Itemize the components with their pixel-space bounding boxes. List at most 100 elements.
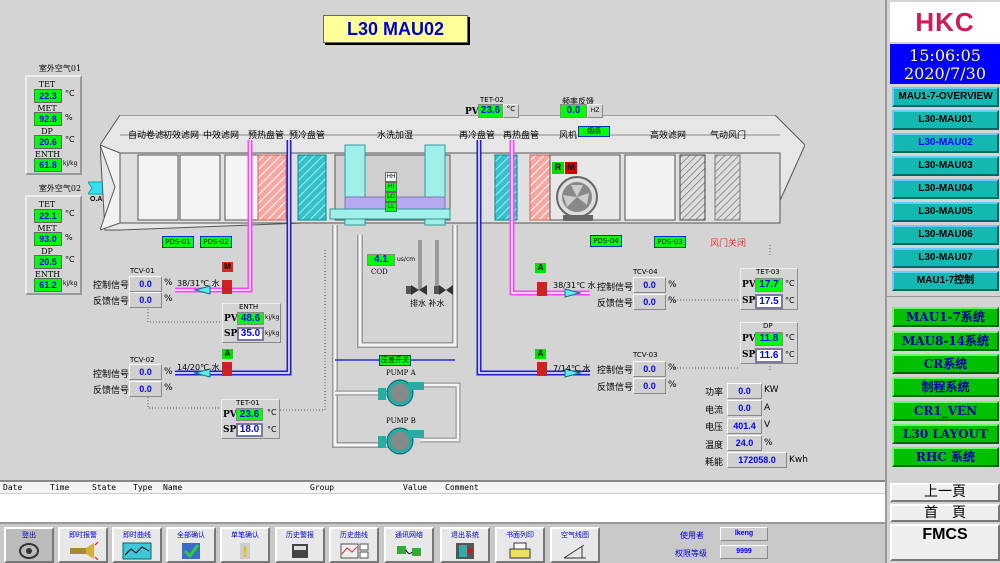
pipe-network xyxy=(147,140,771,448)
tcv03-mode[interactable]: A xyxy=(535,349,546,359)
home-page-button[interactable]: 首 頁 xyxy=(890,504,1000,522)
nav-l30-mau03[interactable]: L30-MAU03 xyxy=(892,156,999,176)
tet02-name: TET-02 xyxy=(480,96,504,104)
unit: KW xyxy=(764,385,779,395)
alarm-table[interactable]: Date Time State Type Name Group Value Co… xyxy=(0,480,885,522)
outdoor-air-01-group: TET 22.3 °C MET 92.8 % DP 20.6 °C ENTH 6… xyxy=(25,75,82,175)
nav-l30-mau06[interactable]: L30-MAU06 xyxy=(892,225,999,245)
nav-l30-mau02[interactable]: L30-MAU02 xyxy=(892,133,999,153)
sys-mau1-7[interactable]: MAU1-7系统 xyxy=(892,307,999,327)
sys-rhc[interactable]: RHC 系统 xyxy=(892,447,999,467)
tcv01-mode[interactable]: M xyxy=(222,262,233,272)
pump-b-icon[interactable] xyxy=(378,426,426,456)
feedback-signal-label: 反馈信号 xyxy=(597,299,634,309)
unit: kj/kg xyxy=(63,160,78,167)
button-label: 即时报警 xyxy=(69,531,97,539)
history-trend-icon xyxy=(340,543,369,559)
section-label: 再冷盘管 xyxy=(459,131,496,141)
tcv04-feedback-value: 0.0 xyxy=(633,294,666,310)
unit: °C xyxy=(785,350,795,359)
nav-l30-mau07[interactable]: L30-MAU07 xyxy=(892,248,999,268)
level-lo: LO xyxy=(385,192,397,202)
pressure-switch-tag: 压差开关 xyxy=(379,355,411,366)
psychrometric-chart-button[interactable]: 空气线图 xyxy=(550,527,600,563)
section-label: 高效滤网 xyxy=(650,131,687,141)
prev-page-button[interactable]: 上一頁 xyxy=(890,483,1000,502)
button-label: 通讯网络 xyxy=(395,531,423,539)
drain-fill-valves-icon[interactable] xyxy=(406,283,456,297)
pv-label: PV xyxy=(224,314,238,324)
col-value[interactable]: Value xyxy=(403,483,428,492)
col-type[interactable]: Type xyxy=(133,483,153,492)
section-label: 再热盘管 xyxy=(503,131,540,141)
dp-sp-input[interactable]: 11.6 xyxy=(755,348,783,363)
tcv01-control-value: 0.0 xyxy=(129,276,162,292)
unit: kj/kg xyxy=(265,314,280,321)
network-icon xyxy=(397,546,421,556)
section-label: 风机 xyxy=(559,131,578,141)
sys-mau8-14[interactable]: MAU8-14系统 xyxy=(892,331,999,351)
logout-button[interactable]: 登出 xyxy=(4,527,54,563)
nav-l30-mau04[interactable]: L30-MAU04 xyxy=(892,179,999,199)
met-label: MET xyxy=(37,104,57,113)
nav-l30-mau01[interactable]: L30-MAU01 xyxy=(892,110,999,130)
power-value: 0.0 xyxy=(727,383,762,399)
realtime-trend-button[interactable]: 即时曲线 xyxy=(112,527,162,563)
unit: °C xyxy=(65,209,75,218)
sys-cr[interactable]: CR系统 xyxy=(892,354,999,374)
sys-cr1-ven[interactable]: CR1_VEN xyxy=(892,401,999,421)
unit: % xyxy=(164,367,173,377)
history-trend-button[interactable]: 历史曲线 xyxy=(329,527,379,563)
fmcs-button[interactable]: FMCS xyxy=(890,524,1000,561)
col-group[interactable]: Group xyxy=(310,483,335,492)
nav-l30-mau05[interactable]: L30-MAU05 xyxy=(892,202,999,222)
unit: °C xyxy=(267,425,277,434)
user-value: lkeng xyxy=(720,527,768,541)
sys-l30-layout[interactable]: L30 LAYOUT xyxy=(892,424,999,444)
pv-label: PV xyxy=(465,107,479,117)
tet03-sp-input[interactable]: 17.5 xyxy=(755,294,783,309)
clock-date: 2020/7/30 xyxy=(903,64,987,83)
col-date[interactable]: Date xyxy=(3,483,23,492)
svg-text:!: ! xyxy=(242,545,248,560)
enth-sp-input[interactable]: 35.0 xyxy=(237,327,264,341)
tcv02-mode[interactable]: A xyxy=(222,349,233,359)
tcv04-control-value: 0.0 xyxy=(633,277,666,293)
tet03-pv-value: 17.7 xyxy=(755,278,783,292)
unit: % xyxy=(668,363,677,373)
print-button[interactable]: 书面列印 xyxy=(495,527,545,563)
level-hh: HH xyxy=(385,172,397,182)
tcv04-mode[interactable]: A xyxy=(535,263,546,273)
exit-system-button[interactable]: 退出系统 xyxy=(440,527,490,563)
col-name[interactable]: Name xyxy=(163,483,183,492)
col-time[interactable]: Time xyxy=(50,483,70,492)
psychrometric-icon xyxy=(563,544,586,559)
unit: % xyxy=(164,294,173,304)
col-comment[interactable]: Comment xyxy=(445,483,479,492)
acknowledge-all-button[interactable]: 全部确认 xyxy=(166,527,216,563)
tet01-name: TET-01 xyxy=(236,399,260,407)
realtime-alarm-button[interactable]: 即时报警 xyxy=(58,527,108,563)
tet01-sp-input[interactable]: 18.0 xyxy=(236,423,263,437)
nav-mau1-7-control[interactable]: MAU1-7控制 xyxy=(892,271,999,291)
pump-a-icon[interactable] xyxy=(378,378,426,408)
sys-process[interactable]: 制程系统 xyxy=(892,377,999,397)
met-value: 93.0 xyxy=(34,232,62,246)
acknowledge-single-button[interactable]: 单笔确认! xyxy=(220,527,270,563)
checkmark-icon xyxy=(182,543,200,559)
unit: % xyxy=(668,380,677,390)
comm-network-button[interactable]: 通讯网络 xyxy=(384,527,434,563)
section-label: 水洗加湿 xyxy=(377,131,414,141)
pds-tag: PDS-03 xyxy=(654,236,686,248)
tcv03-water: 7/14℃ 水 xyxy=(553,364,591,373)
col-state[interactable]: State xyxy=(92,483,117,492)
button-label: 登出 xyxy=(22,531,36,539)
feedback-signal-label: 反馈信号 xyxy=(597,383,634,393)
sp-label: SP xyxy=(742,296,756,306)
tcv02-water: 14/20℃ 水 xyxy=(177,363,220,372)
horn-icon xyxy=(70,542,98,560)
fan-icon[interactable] xyxy=(553,175,608,225)
control-signal-label: 控制信号 xyxy=(93,370,130,380)
nav-mau1-7-overview[interactable]: MAU1-7-OVERVIEW xyxy=(892,87,999,107)
history-alarm-button[interactable]: 历史警报 xyxy=(275,527,325,563)
